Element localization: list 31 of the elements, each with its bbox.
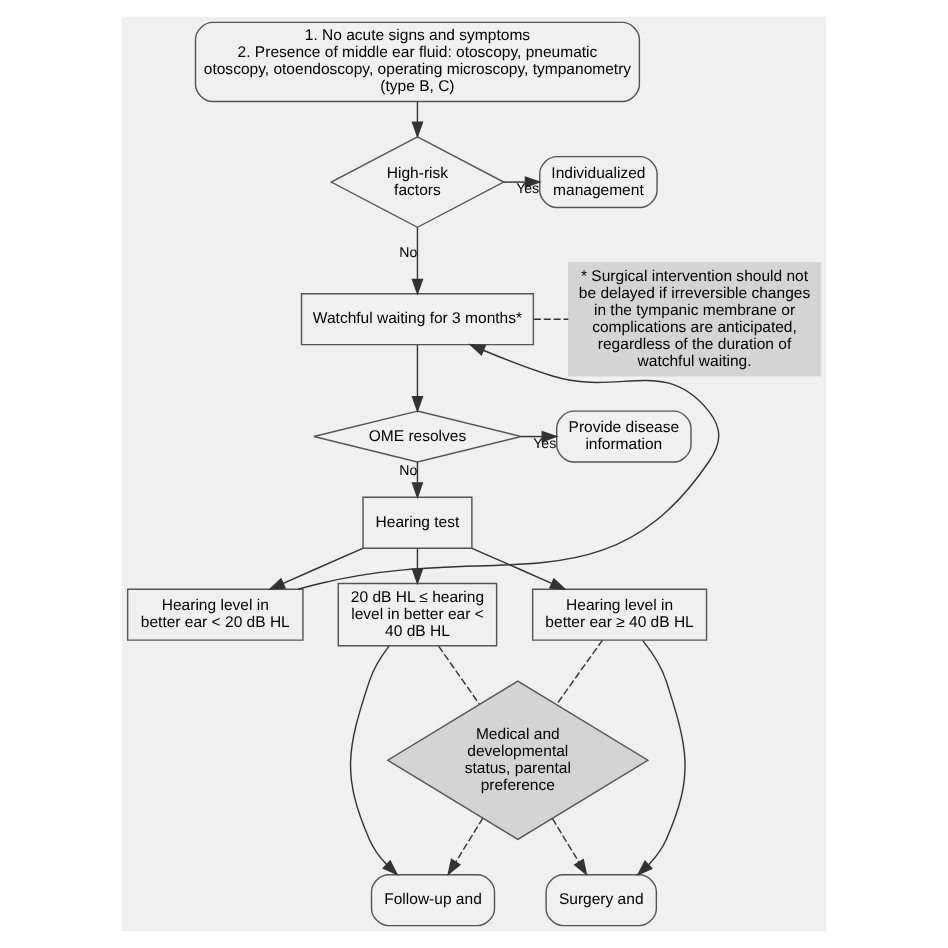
arrow xyxy=(411,344,424,413)
arrow xyxy=(471,547,567,590)
node-box: 1. No acute signs and symptoms 2. Presence of middle ear fluid: otoscopy, pneumatic otoscopy, otoendoscopy, operating microscopy, tympanometry (type B, C) xyxy=(194,21,641,103)
node-box: 20 dB HL ≤ hearing level in better ear < 40 dB HL xyxy=(337,582,498,647)
node-diamond: OME resolves xyxy=(313,410,522,463)
node-box: Surgery and xyxy=(545,874,658,927)
connector xyxy=(533,318,570,320)
arrow xyxy=(447,817,484,876)
arrow xyxy=(268,547,364,590)
node-box: Watchful waiting for 3 months* xyxy=(300,293,535,346)
node-diamond: High-risk factors xyxy=(329,136,506,229)
arrow xyxy=(520,430,559,443)
node-diamond: Medical and developmental status, parental preference xyxy=(386,680,650,841)
arrow xyxy=(411,461,424,500)
node-box: Hearing level in better ear < 20 dB HL xyxy=(126,588,304,641)
arrow xyxy=(411,101,424,139)
connector xyxy=(556,639,604,705)
node-box: * Surgical intervention should not be delayed if irreversible changes in the tympanic membrane or complications are anticipated, regardless of the duration of watchful waiting. xyxy=(568,261,822,377)
arrow xyxy=(297,343,720,590)
node-box: Hearing test xyxy=(362,496,473,549)
arrow xyxy=(636,639,686,876)
node-box: Follow-up and xyxy=(370,874,496,927)
arrow xyxy=(551,817,588,877)
connector xyxy=(438,645,480,705)
arrow xyxy=(411,226,424,296)
node-box: Hearing level in better ear ≥ 40 dB HL xyxy=(531,588,708,641)
arrow xyxy=(349,645,399,876)
node-box: Individualized management xyxy=(539,155,658,209)
node-box: Provide disease information xyxy=(556,410,692,463)
arrow xyxy=(411,547,424,586)
arrow xyxy=(503,176,542,189)
